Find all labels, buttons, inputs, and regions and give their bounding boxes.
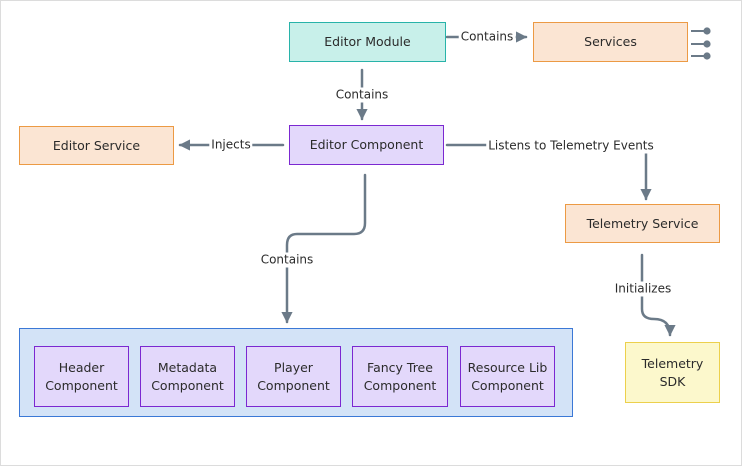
- edge-label-contains: Contains: [258, 252, 316, 268]
- edge-label-listens: Listens to Telemetry Events: [486, 138, 656, 154]
- telemetry-sdk-label: Telemetry SDK: [641, 355, 704, 389]
- edge-label-contains: Contains: [333, 87, 391, 103]
- edge-label-initializes: Initializes: [612, 281, 674, 297]
- edge-label-contains: Contains: [458, 29, 516, 45]
- component-label: Metadata Component: [151, 359, 224, 393]
- component-label: Player Component: [257, 359, 330, 393]
- component-label: Fancy Tree Component: [363, 359, 437, 393]
- editor-module-label: Editor Module: [324, 34, 411, 49]
- arrow-telemetry-to-sdk: [640, 253, 676, 337]
- arrow-component-to-children: [281, 173, 367, 324]
- telemetry-service-node[interactable]: Telemetry Service: [565, 204, 720, 243]
- component-node-player[interactable]: Player Component: [246, 346, 341, 407]
- telemetry-sdk-node[interactable]: Telemetry SDK: [625, 342, 720, 403]
- component-node-resource-lib[interactable]: Resource Lib Component: [460, 346, 555, 407]
- component-node-metadata[interactable]: Metadata Component: [140, 346, 235, 407]
- editor-component-node[interactable]: Editor Component: [289, 125, 444, 165]
- editor-component-label: Editor Component: [309, 137, 424, 152]
- component-node-fancy-tree[interactable]: Fancy Tree Component: [352, 346, 448, 407]
- connector-dot-icon: [703, 52, 711, 60]
- component-label: Header Component: [45, 359, 118, 393]
- telemetry-service-label: Telemetry Service: [586, 215, 699, 231]
- services-connectors: [691, 27, 711, 60]
- component-label: Resource Lib Component: [467, 359, 548, 393]
- connector-dot-icon: [703, 27, 711, 35]
- component-node-header[interactable]: Header Component: [34, 346, 129, 407]
- services-label: Services: [584, 34, 637, 49]
- edge-label-injects: Injects: [209, 137, 253, 153]
- services-node[interactable]: Services: [533, 22, 688, 62]
- editor-service-label: Editor Service: [52, 137, 141, 153]
- editor-service-node[interactable]: Editor Service: [19, 126, 174, 165]
- connector-dot-icon: [703, 40, 711, 48]
- editor-module-node[interactable]: Editor Module: [289, 22, 446, 62]
